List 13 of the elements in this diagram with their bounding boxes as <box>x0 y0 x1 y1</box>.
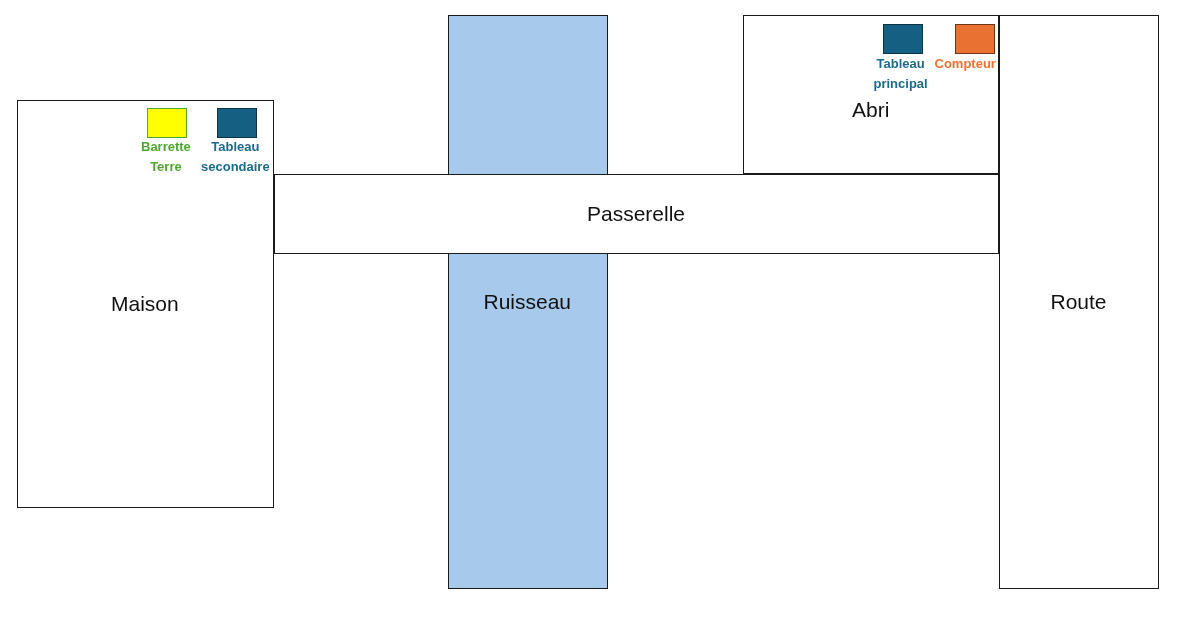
footbridge-zone <box>274 174 999 254</box>
zone-label: Ruisseau <box>483 288 572 315</box>
zone-label: Route <box>1050 288 1107 315</box>
zone-label: Maison <box>111 290 179 317</box>
road-zone <box>999 15 1159 589</box>
component-label: Compteur <box>934 54 996 73</box>
shelter-zone <box>743 15 999 174</box>
component-label: Barrette Terre <box>141 137 191 176</box>
house-zone <box>17 100 274 508</box>
component-label: Tableau principal <box>873 54 928 93</box>
zone-label: Abri <box>852 96 890 123</box>
component-label: Tableau secondaire <box>201 137 270 176</box>
zone-label: Passerelle <box>587 200 686 227</box>
